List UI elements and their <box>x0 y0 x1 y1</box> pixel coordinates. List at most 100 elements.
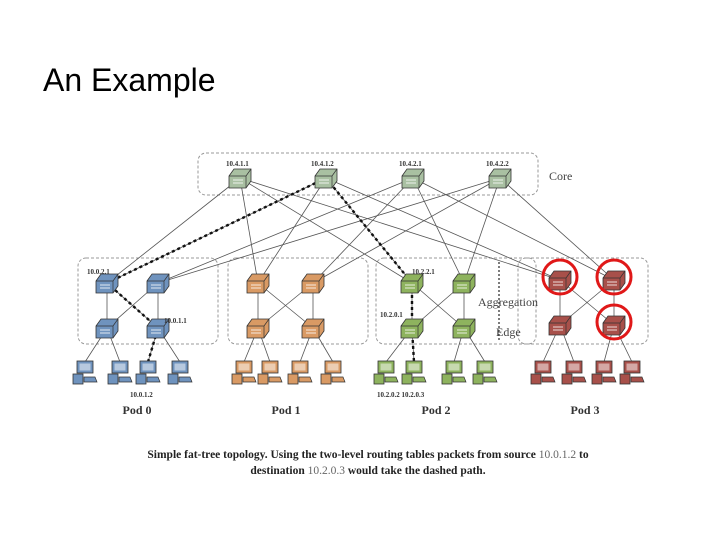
switch-arrows <box>151 329 161 334</box>
switch-edge <box>247 273 270 293</box>
host-screen <box>380 363 392 371</box>
host <box>441 360 467 385</box>
switch-icon <box>301 273 325 294</box>
host-tower <box>373 373 385 385</box>
host <box>561 360 587 385</box>
pod2-hosts-address: 10.2.0.2 10.2.0.3 <box>377 391 425 399</box>
agg-switch-0 <box>95 273 119 294</box>
host-screen <box>626 363 638 371</box>
host <box>401 360 427 385</box>
switch-edge <box>147 318 170 338</box>
switch-edge <box>302 273 325 293</box>
dashed-path-segment <box>106 176 327 285</box>
edge-switch-2 <box>246 318 270 339</box>
host <box>320 360 346 385</box>
core-address-label: 10.4.2.1 <box>399 160 422 168</box>
switch-edge <box>453 318 476 338</box>
switch-edge <box>603 315 626 335</box>
host <box>472 360 498 385</box>
core-address-label: 10.4.2.2 <box>486 160 509 168</box>
host-screen <box>264 363 276 371</box>
host <box>107 360 133 385</box>
switch-icon <box>452 318 476 339</box>
switch-arrows <box>100 329 110 334</box>
pod0-edge-address: 10.0.1.1 <box>164 317 187 325</box>
host-keyboard <box>83 376 98 383</box>
host-tower <box>72 373 84 385</box>
core-agg-link <box>239 177 413 284</box>
core-agg-link <box>157 177 501 284</box>
host-screen <box>327 363 339 371</box>
switch-icon <box>246 273 270 294</box>
core-switch-3 <box>488 168 512 189</box>
host-screen <box>142 363 154 371</box>
switch-icon <box>146 273 170 294</box>
core-agg-link <box>157 177 414 284</box>
nodes <box>72 168 645 385</box>
host-screen <box>598 363 610 371</box>
host <box>619 360 645 385</box>
host-screen <box>408 363 420 371</box>
switch-icon <box>602 270 626 291</box>
core-box <box>197 152 539 196</box>
core-agg-link <box>312 177 501 284</box>
host-tower <box>320 373 332 385</box>
caption-line-2: destination 10.2.0.3 would take the dash… <box>108 465 628 477</box>
switch-arrows <box>319 179 329 184</box>
core-address-label: 10.4.1.1 <box>226 160 249 168</box>
host-screen <box>537 363 549 371</box>
host <box>135 360 161 385</box>
agg-switch-4 <box>400 273 424 294</box>
switch-arrows <box>251 284 261 289</box>
switch-icon <box>301 318 325 339</box>
links <box>84 177 633 363</box>
host-keyboard <box>118 376 133 383</box>
core-agg-link <box>257 177 327 284</box>
layer-label-aggregation: Aggregation <box>478 295 538 309</box>
switch-icon <box>548 270 572 291</box>
switch-arrows <box>151 284 161 289</box>
host-keyboard <box>331 376 346 383</box>
pod0-host-address: 10.0.1.2 <box>130 391 153 399</box>
pod-label-3: Pod 3 <box>570 403 599 417</box>
host <box>287 360 313 385</box>
host-tower <box>135 373 147 385</box>
switch-edge <box>315 168 338 188</box>
pod-label-2: Pod 2 <box>421 403 450 417</box>
switch-arrows <box>457 329 467 334</box>
switch-arrows <box>493 179 503 184</box>
agg-switch-6 <box>548 270 572 291</box>
agg-switch-7 <box>602 270 626 291</box>
core-switch-0 <box>228 168 252 189</box>
host <box>72 360 98 385</box>
host-keyboard <box>572 376 587 383</box>
core-agg-link <box>312 177 414 284</box>
host-tower <box>167 373 179 385</box>
edge-switch-6 <box>548 315 572 336</box>
dashed-path-segment <box>325 177 413 284</box>
switch-arrows <box>607 326 617 331</box>
caption-text: Simple fat-tree topology. Using the two-… <box>147 449 536 461</box>
host <box>530 360 556 385</box>
host-tower <box>619 373 631 385</box>
core-agg-link <box>325 177 561 281</box>
host-screen <box>79 363 91 371</box>
host-keyboard <box>146 376 161 383</box>
host-tower <box>530 373 542 385</box>
host-screen <box>174 363 186 371</box>
switch-edge <box>401 318 424 338</box>
host-keyboard <box>452 376 467 383</box>
edge-switch-1 <box>146 318 170 339</box>
core-agg-link <box>412 177 465 284</box>
core-agg-link <box>499 177 615 281</box>
switch-arrows <box>553 281 563 286</box>
edge-switch-0 <box>95 318 119 339</box>
host-keyboard <box>630 376 645 383</box>
highlight-circle <box>541 258 579 296</box>
host-keyboard <box>384 376 399 383</box>
switch-edge <box>603 270 626 290</box>
switch-edge <box>247 318 270 338</box>
core-agg-link <box>106 177 241 284</box>
switch-icon <box>95 318 119 339</box>
agg-switch-1 <box>146 273 170 294</box>
